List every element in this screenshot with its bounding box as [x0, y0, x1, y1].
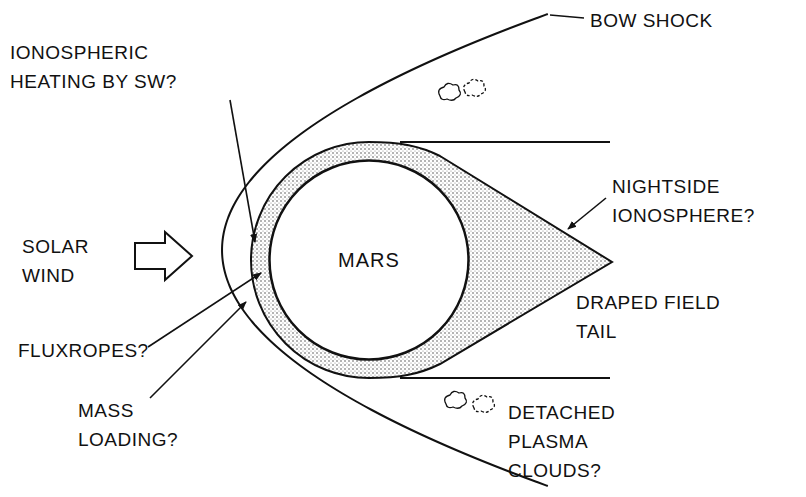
callout-label: SOLAR WIND [22, 232, 112, 290]
callout-label: BOW SHOCK [590, 6, 713, 35]
tail-boundary-line [400, 141, 610, 143]
callout-label: NIGHTSIDE IONOSPHERE? [612, 172, 772, 230]
bow-shock-leader [550, 15, 584, 18]
callout-label: DRAPED FIELD TAIL [576, 288, 726, 346]
fluxropes-leader [148, 273, 261, 347]
planet-circle: MARS [268, 159, 470, 361]
ionosphere-teardrop [251, 142, 612, 378]
callout-label: IONOSPHERIC HEATING BY SW? [10, 38, 185, 96]
callout-label: MASS LOADING? [78, 396, 188, 454]
nightside-leader [568, 198, 606, 229]
tail-boundary-line [400, 377, 610, 379]
callout-label: FLUXROPES? [18, 336, 149, 365]
heating-leader [230, 100, 255, 242]
callout-label: DETACHED PLASMA CLOUDS? [508, 398, 686, 485]
solar-wind-arrow [135, 232, 192, 280]
planet-name: MARS [268, 248, 470, 272]
mass-loading-leader [150, 302, 246, 398]
